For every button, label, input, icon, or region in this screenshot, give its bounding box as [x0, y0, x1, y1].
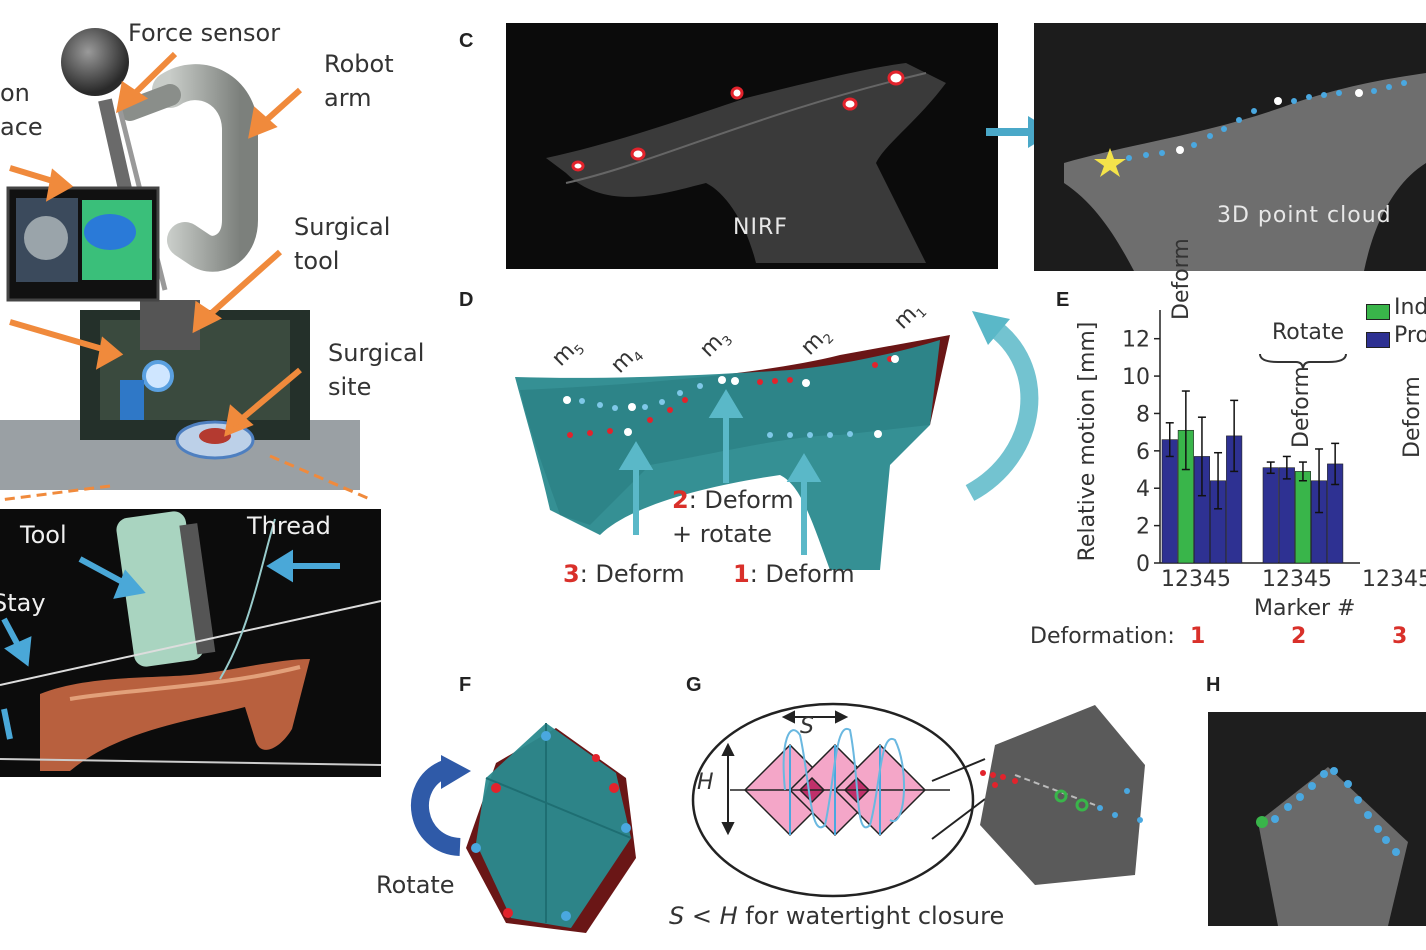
label-vision-2: ace — [0, 113, 43, 141]
bar-group2-marker1 — [1262, 467, 1279, 564]
x-axis-label: Marker # — [1254, 596, 1356, 621]
annotation-2-line2: + rotate — [672, 520, 773, 548]
y-tick-label: 4 — [1136, 477, 1150, 502]
y-tick-label: 8 — [1136, 402, 1150, 427]
legend-label-ind: Ind — [1394, 295, 1426, 320]
label-surgical-site-2: site — [328, 373, 372, 401]
annotation-3: 3: Deform — [563, 560, 685, 588]
deformation-num-3: 3 — [1392, 624, 1408, 649]
label-robot-arm-1: Robot — [324, 50, 394, 78]
rotate-label: Rotate — [376, 871, 455, 899]
closure-image — [980, 705, 1145, 885]
panel-letter-h: H — [1206, 674, 1221, 696]
label-surgical-tool-1: Surgical — [294, 213, 391, 241]
group-label-deform-2: Deform — [1289, 366, 1314, 448]
inset-tool-label: Tool — [20, 521, 67, 549]
panel-letter-e: E — [1056, 289, 1070, 311]
rotate-brace — [1259, 353, 1347, 371]
y-tick-label: 0 — [1136, 552, 1150, 577]
robot-photo — [0, 28, 373, 502]
label-surgical-site-1: Surgical — [328, 339, 425, 367]
legend-swatch-blue — [1366, 332, 1390, 348]
tool-photo — [0, 509, 382, 777]
overlay-image — [515, 335, 950, 570]
y-tick-label: 2 — [1136, 515, 1150, 540]
label-surgical-tool-2: tool — [294, 247, 340, 275]
y-tick-label: 6 — [1136, 440, 1150, 465]
legend-swatch-green — [1366, 304, 1390, 320]
annotation-2: 2: Deform — [672, 486, 794, 514]
label-force-sensor: Force sensor — [128, 19, 281, 47]
annotation-1: 1: Deform — [733, 560, 855, 588]
suture-diagram — [691, 702, 975, 898]
bar-group1-marker1 — [1161, 439, 1178, 564]
deformation-row: Deformation: — [1030, 624, 1175, 649]
h-dimension-label: H — [697, 770, 714, 795]
point-cloud-image — [1034, 23, 1426, 271]
s-dimension-label: S — [800, 714, 814, 739]
x-tick-group-2: 12345 — [1262, 567, 1332, 592]
relative-motion-chart: 0 2 4 6 8 10 12 Relative motion [mm] — [1075, 310, 1360, 577]
inset-thread-label: Thread — [247, 512, 331, 540]
group-label-deform-3: Deform — [1400, 376, 1425, 458]
deformation-num-2: 2 — [1291, 624, 1307, 649]
x-tick-group-1: 12345 — [1161, 567, 1231, 592]
bar-group2-marker3 — [1294, 471, 1311, 564]
y-axis-label: Relative motion [mm] — [1075, 322, 1100, 562]
rotate-arrow — [411, 755, 471, 856]
rotated-overlay-image — [466, 723, 636, 933]
nirf-image — [506, 23, 998, 269]
group-label-deform-1: Deform — [1169, 238, 1194, 320]
panel-letter-f: F — [459, 674, 472, 696]
zoom-lines — [931, 758, 986, 840]
y-tick-label: 10 — [1122, 365, 1150, 390]
x-tick-group-3: 12345 — [1362, 567, 1426, 592]
group-label-rotate: Rotate — [1272, 320, 1345, 345]
deformation-num-1: 1 — [1190, 624, 1206, 649]
curved-rotate-arrow — [965, 311, 1039, 501]
y-tick-label: 12 — [1122, 328, 1150, 353]
closure-photo — [1208, 712, 1426, 926]
panel-letter-d: D — [459, 289, 474, 311]
panel-letter-c: C — [459, 30, 474, 52]
closure-caption: S < H for watertight closure — [669, 902, 1005, 930]
nirf-caption: NIRF — [733, 215, 788, 240]
legend-label-pro: Pro — [1394, 323, 1426, 348]
inset-stay-label: Stay — [0, 589, 46, 617]
bar-group2-marker2 — [1278, 467, 1295, 564]
label-vision-1: on — [0, 79, 30, 107]
point-cloud-caption: 3D point cloud — [1217, 203, 1392, 228]
marker-label-m1: m1 — [889, 301, 931, 335]
label-robot-arm-2: arm — [324, 84, 372, 112]
panel-letter-g: G — [686, 674, 702, 696]
